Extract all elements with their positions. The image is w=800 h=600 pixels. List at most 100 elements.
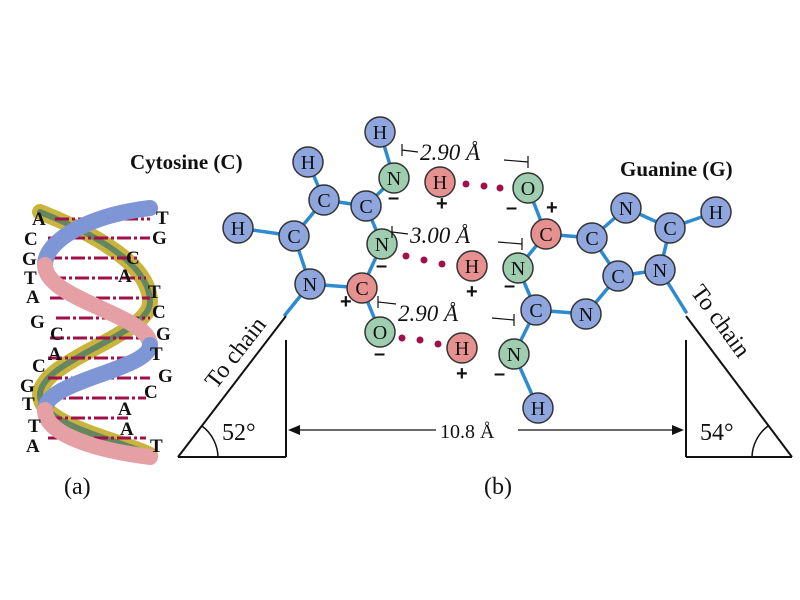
atom-c	[346, 272, 378, 304]
atom-n	[378, 162, 410, 194]
svg-text:C: C	[355, 278, 368, 300]
svg-text:N: N	[511, 258, 525, 280]
helix-base-right: T	[148, 282, 161, 303]
helix-base-left: G	[22, 249, 37, 270]
helix-base-left: C	[50, 324, 64, 345]
atom-h	[424, 166, 456, 198]
atom-c	[576, 222, 608, 254]
helix-base-left: A	[26, 287, 40, 308]
chain-span-distance: 10.8 Å	[440, 421, 495, 443]
dna-helix: A C G T A G C A C G T T A T G C A T C G …	[20, 200, 173, 465]
atom-h	[456, 250, 488, 282]
svg-text:N: N	[619, 198, 633, 220]
svg-text:–: –	[374, 343, 385, 365]
atoms	[222, 116, 732, 424]
svg-text:N: N	[303, 274, 317, 296]
atom-c	[308, 184, 340, 216]
distance-markers	[377, 144, 529, 326]
atom-o	[512, 172, 544, 204]
panel-label-a: (a)	[64, 474, 91, 500]
helix-base-right: C	[144, 382, 158, 403]
helix-base-left: G	[30, 312, 45, 333]
helix-bases-right: T G C A T C G T G C A A T	[118, 208, 173, 457]
svg-text:H: H	[231, 218, 245, 240]
helix-base-left: G	[20, 376, 35, 397]
helix-front-strand-blue	[37, 200, 158, 273]
svg-text:N: N	[653, 260, 667, 282]
distance-top: 2.90 Å	[420, 140, 481, 165]
svg-text:C: C	[287, 226, 300, 248]
chain-label-right: To chain	[685, 280, 755, 362]
svg-text:H: H	[531, 398, 545, 420]
atom-labels: H C H C C N H H N N C O O C H N C H N H …	[231, 122, 723, 420]
panel-label-b: (b)	[484, 474, 512, 500]
svg-text:–: –	[388, 187, 399, 209]
svg-text:O: O	[521, 178, 535, 200]
atom-h	[222, 212, 254, 244]
atom-n	[502, 252, 534, 284]
angle-right: 54°	[700, 420, 734, 446]
atom-n	[366, 228, 398, 260]
svg-text:C: C	[529, 300, 542, 322]
svg-text:+: +	[340, 291, 352, 313]
helix-base-left: T	[24, 268, 37, 289]
atom-h	[446, 332, 478, 364]
atom-c	[350, 190, 382, 222]
helix-base-right: G	[152, 228, 167, 249]
atom-h	[700, 196, 732, 228]
atom-n	[570, 298, 602, 330]
svg-text:H: H	[465, 256, 479, 278]
svg-text:+: +	[436, 193, 448, 215]
helix-base-right: A	[120, 419, 134, 440]
helix-base-right: C	[126, 248, 140, 269]
helix-front-strand-blue-2	[37, 337, 158, 418]
svg-text:N: N	[375, 234, 389, 256]
atom-c	[520, 294, 552, 326]
svg-text:C: C	[611, 266, 624, 288]
atom-n	[610, 192, 642, 224]
atom-n	[498, 338, 530, 370]
atom-c	[530, 218, 562, 250]
svg-text:C: C	[359, 196, 372, 218]
helix-base-left: A	[32, 209, 46, 230]
helix-front-strand-pink-2	[37, 402, 158, 465]
svg-text:C: C	[663, 218, 676, 240]
svg-text:C: C	[317, 190, 330, 212]
atom-h	[522, 392, 554, 424]
atom-n	[644, 254, 676, 286]
helix-base-left: A	[26, 436, 40, 457]
svg-text:+: +	[456, 363, 468, 385]
svg-text:C: C	[585, 228, 598, 250]
svg-text:–: –	[376, 255, 387, 277]
svg-text:H: H	[373, 122, 387, 144]
svg-text:N: N	[387, 168, 401, 190]
helix-base-right: A	[118, 399, 132, 420]
atom-c	[654, 212, 686, 244]
svg-text:C: C	[539, 224, 552, 246]
helix-base-right: G	[156, 324, 171, 345]
chain-span-arrow	[288, 425, 684, 435]
helix-base-left: T	[28, 416, 41, 437]
helix-base-right: T	[150, 436, 163, 457]
angle-left: 52°	[222, 420, 256, 446]
atom-o	[364, 316, 396, 348]
helix-base-left: C	[24, 229, 38, 250]
partial-charges: – + – + – + – + – + –	[340, 187, 558, 385]
svg-text:H: H	[709, 202, 723, 224]
svg-text:N: N	[507, 344, 521, 366]
cytosine-title: Cytosine (C)	[130, 150, 243, 174]
svg-text:H: H	[433, 172, 447, 194]
distance-middle: 3.00 Å	[409, 223, 471, 248]
helix-base-right: T	[150, 344, 163, 365]
svg-text:–: –	[504, 275, 515, 297]
helix-base-left: A	[48, 344, 62, 365]
guanine-title: Guanine (G)	[620, 157, 733, 181]
svg-text:–: –	[494, 363, 505, 385]
helix-base-right: G	[158, 366, 173, 387]
atom-c	[278, 220, 310, 252]
helix-front-strand-pink	[37, 257, 158, 353]
svg-text:+: +	[546, 197, 558, 219]
svg-text:H: H	[455, 338, 469, 360]
svg-text:O: O	[373, 322, 387, 344]
left-chain-triangle	[177, 315, 287, 458]
